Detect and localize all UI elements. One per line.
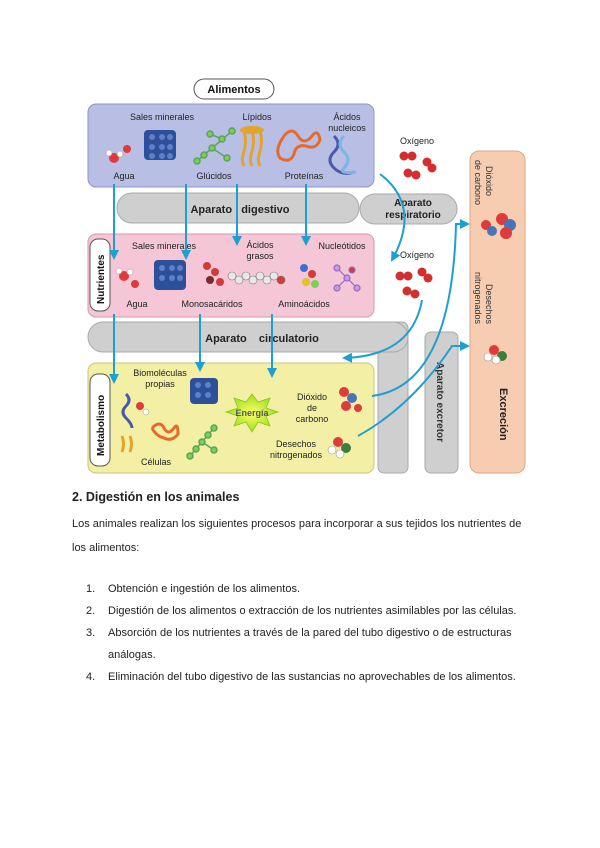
metabolismo-tab [89,373,111,467]
alimentos-lipidos: Lípidos [242,112,272,122]
dioxido-label-2: de [307,403,317,413]
excrecion-desechos-label-1: Desechos [484,284,494,325]
nutrientes-acidos-2: grasos [246,251,274,261]
alimentos-sales-minerales: Sales minerales [130,112,195,122]
dioxido-label-3: carbono [296,414,329,424]
co2-metab-icon [339,387,362,412]
aparato-respiratorio-label-1: Aparato [394,198,432,209]
energia-label: Energía [235,408,269,418]
oxigeno-top-label: Oxígeno [400,136,434,146]
aparato-excretor-band [424,331,459,474]
amino-acid-icon [300,264,319,288]
oxigeno-mid-label: Oxígeno [400,250,434,260]
nutrition-diagram: Dióxido de carbono Desechos nitrogenados… [87,78,526,474]
list-number: 4. [86,671,96,683]
aparato-digestivo-label: Aparato digestivo [190,204,289,216]
flow-arrows [109,173,470,437]
alimentos-title: Alimentos [207,84,260,96]
metabolismo-box [87,362,375,474]
oxygen-molecule-mid-icon [395,267,433,299]
nutrientes-monosacaridos: Monosacáridos [181,299,243,309]
process-list: 1. Obtención e ingestión de los alimentos… [86,578,532,688]
desechos-label-2: nitrogenados [270,450,323,460]
biomolecules-icon [120,378,218,460]
alimentos-acidos-2: nucleicos [328,123,366,133]
nutrientes-tab [89,238,111,312]
nutrientes-label: Nutrientes [96,254,107,304]
dioxido-label-1: Dióxido [297,392,327,402]
excrecion-desechos-label-2: nitrogenados [473,272,483,325]
nitrogen-waste-icon [483,345,507,365]
aparato-circulatorio-label: Aparato circulatorio [205,333,319,345]
n-water-icon [115,267,139,288]
alimentos-glucidos: Glúcidos [196,171,232,181]
aparato-respiratorio-label-2: respiratorio [385,210,441,221]
nutrientes-sales-minerales: Sales minerales [132,241,197,251]
alimentos-title-pill [193,78,275,100]
list-number: 1. [86,583,96,595]
intro-paragraph: Los animales realizan los siguientes pro… [72,518,522,554]
nutrientes-nucleotidos: Nucleótidos [318,241,366,251]
protein-fold-icon [276,129,322,162]
list-text: Digestión de los alimentos o extracción … [108,605,517,617]
monosaccharide-icon [203,262,224,286]
list-number: 2. [86,605,96,617]
dna-helix-icon [328,134,357,175]
list-item: 3. Absorción de los nutrientes a través d… [86,622,532,666]
list-item: 1. Obtención e ingestión de los alimentos… [86,578,532,600]
list-item: 2. Digestión de los alimentos o extracció… [86,600,532,622]
nutrientes-acidos-1: Ácidos [246,240,274,250]
aparato-respiratorio-pill [359,193,458,225]
excrecion-label: Excreción [497,388,509,441]
nitrogen-metab-icon [327,437,351,459]
excrecion-dioxido-label-2: de carbono [473,160,483,205]
salt-crystal-icon [144,130,176,160]
list-text: Absorción de los nutrientes a través de … [108,627,512,661]
lipid-chains-icon [240,126,264,167]
desechos-label-1: Desechos [276,439,317,449]
excrecion-dioxido-label-1: Dióxido [484,166,494,196]
water-molecule-icon [105,145,131,163]
nucleotide-icon [333,264,361,292]
nutrientes-aminoacidos: Aminoácidos [278,299,330,309]
list-text: Obtención e ingestión de los alimentos. [108,583,301,595]
biomoleculas-label-2: propias [145,379,175,389]
alimentos-agua: Agua [113,171,134,181]
list-number: 3. [86,627,96,639]
co2-molecule-icon [481,213,516,239]
alimentos-box [87,103,375,188]
aparato-excretor-label: Aparato excretor [434,362,445,442]
aparato-circulatorio-band [87,321,409,353]
nutrientes-agua: Agua [126,299,147,309]
biomoleculas-label-1: Biomoléculas [133,368,187,378]
glucide-chain-icon [193,127,236,165]
ions-icon [154,260,186,290]
celulas-label: Células [141,457,172,467]
alimentos-proteinas: Proteínas [285,171,324,181]
fatty-acid-chain-icon [227,271,286,285]
oxygen-molecule-icon [399,151,437,180]
alimentos-acidos-1: Ácidos [333,112,361,122]
list-item: 4. Eliminación del tubo digestivo de las … [86,666,532,688]
metabolismo-label: Metabolismo [96,395,107,456]
list-text: Eliminación del tubo digestivo de las su… [108,671,516,683]
energy-burst-icon [224,393,280,433]
section-title: 2. Digestión en los animales [72,490,240,504]
